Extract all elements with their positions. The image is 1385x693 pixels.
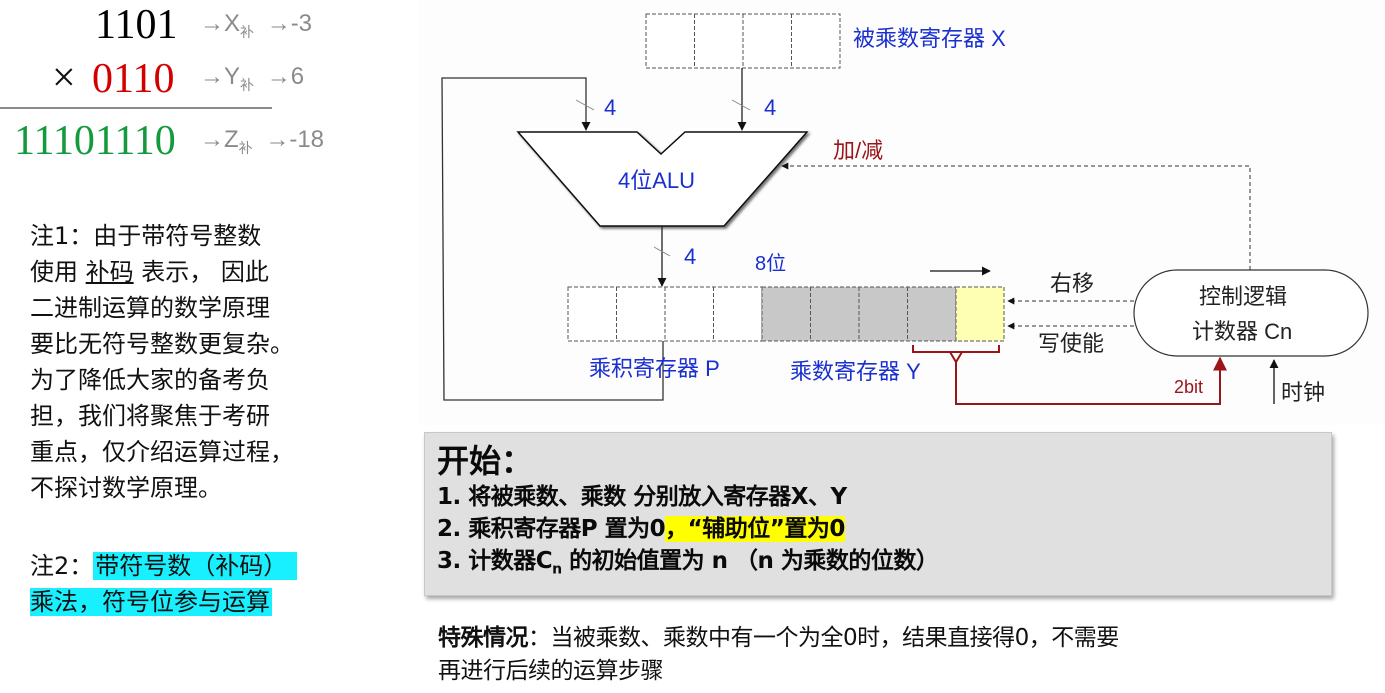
- note-1-line: 重点，仅介绍运算过程，: [30, 438, 294, 466]
- start-step-1: 1. 将被乘数、乘数 分别放入寄存器X、Y: [437, 484, 847, 510]
- multiplier-annotation: →Y补 →6: [200, 63, 305, 93]
- write-enable-label: 写使能: [1038, 331, 1105, 356]
- product-multiplier-register: [567, 286, 1005, 342]
- bits-label: 8位: [755, 253, 787, 275]
- complement-term: 补码: [85, 258, 134, 286]
- shift-right-label: 右移: [1050, 271, 1095, 296]
- multiplicand-register-label: 被乘数寄存器 X: [853, 26, 1006, 51]
- note-2-line: 注2：带符号数（补码）: [30, 548, 298, 584]
- var-y: Y: [224, 63, 241, 90]
- start-step-3-text: 3. 计数器C: [437, 548, 553, 574]
- note-2-line: 乘法，符号位参与运算: [30, 584, 297, 620]
- bus-width-left: 4: [604, 95, 617, 120]
- note-1-line: 担，我们将聚焦于考研: [30, 402, 270, 430]
- multiplicand-binary: 1101: [95, 2, 178, 48]
- two-bit-label: 2bit: [1174, 377, 1204, 397]
- note-1-line: 不探讨数学原理。: [30, 474, 222, 502]
- counter-subscript: n: [552, 561, 562, 578]
- special-case-note: 特殊情况：当被乘数、乘数中有一个为全0时，结果直接得0，不需要 再进行后续的运算…: [438, 622, 1119, 688]
- start-title: 开始：: [437, 442, 534, 480]
- var-y-sub: 补: [240, 77, 255, 93]
- product-annotation: →Z补 →-18: [200, 126, 325, 156]
- var-z-sub: 补: [238, 140, 253, 156]
- special-case-line: 特殊情况：当被乘数、乘数中有一个为全0时，结果直接得0，不需要: [438, 622, 1119, 655]
- note-2: 注2：带符号数（补码） 乘法，符号位参与运算: [30, 548, 298, 620]
- arrow-right-icon: →: [200, 10, 224, 37]
- start-step-3: 3. 计数器Cn 的初始值置为 n （n 为乘数的位数）: [437, 545, 1319, 586]
- add-sub-signal-label: 加/减: [833, 138, 884, 163]
- note-1: 注1：由于带符号整数 使用 补码 表示， 因此 二进制运算的数学原理 要比无符号…: [30, 218, 294, 506]
- bus-width-out: 4: [684, 244, 697, 269]
- note-1-line: 为了降低大家的备考负: [30, 366, 270, 394]
- control-logic-label: 控制逻辑: [1199, 284, 1288, 309]
- note-2-highlight: 带符号数（补码）: [93, 552, 298, 580]
- clock-label: 时钟: [1281, 380, 1326, 405]
- product-binary: 11101110: [14, 118, 176, 164]
- var-x: X: [224, 10, 241, 37]
- product-register-label: 乘积寄存器 P: [589, 356, 720, 381]
- special-case-text: 再进行后续的运算步骤: [438, 658, 663, 684]
- z-decimal-value: -18: [289, 126, 325, 153]
- var-z: Z: [224, 126, 239, 153]
- note-1-line: 使用 补码 表示， 因此: [30, 254, 294, 290]
- multiplier-binary: 0110: [92, 56, 175, 102]
- arrow-right-icon: →: [200, 63, 224, 90]
- counter-cn-label: 计数器 Cn: [1192, 319, 1293, 344]
- note-1-text: 表示， 因此: [133, 258, 269, 286]
- note-1-line: 注1：由于带符号整数: [30, 222, 262, 250]
- start-step-2-text: 2. 乘积寄存器P 置为0: [437, 516, 666, 542]
- note-1-line: 要比无符号整数更复杂。: [30, 330, 294, 358]
- arrow-right-icon: →: [266, 63, 291, 90]
- special-case-label: 特殊情况: [438, 625, 529, 651]
- note-1-line: 二进制运算的数学原理: [30, 294, 270, 322]
- y-decimal-value: 6: [290, 63, 305, 90]
- note-2-highlight: 乘法，符号位参与运算: [30, 588, 272, 616]
- note-1-text: 使用: [30, 258, 86, 286]
- arrow-right-icon: →: [266, 10, 291, 37]
- special-case-text: ：当被乘数、乘数中有一个为全0时，结果直接得0，不需要: [528, 625, 1119, 651]
- x-decimal-value: -3: [290, 10, 313, 37]
- multiplicand-annotation: →X补 →-3: [200, 10, 313, 40]
- control-logic-box: [1133, 269, 1369, 357]
- arrow-right-icon: →: [200, 126, 224, 153]
- multiplier-register-label: 乘数寄存器 Y: [790, 359, 921, 384]
- start-step-2-highlight: ，“辅助位”置为0: [665, 516, 845, 542]
- start-steps-box: 开始： 1. 将被乘数、乘数 分别放入寄存器X、Y 2. 乘积寄存器P 置为0，…: [424, 432, 1332, 596]
- multiplicand-register-x: [645, 13, 841, 69]
- note-2-prefix: 注2：: [30, 552, 94, 580]
- sum-divider: [0, 107, 272, 109]
- var-x-sub: 补: [240, 24, 255, 40]
- times-icon: ×: [52, 55, 76, 101]
- start-step-3-text: 的初始值置为 n （n 为乘数的位数）: [561, 548, 939, 574]
- start-step-2: 2. 乘积寄存器P 置为0，“辅助位”置为0: [437, 513, 1319, 545]
- bus-width-right: 4: [764, 95, 777, 120]
- alu-shape: [516, 131, 809, 227]
- arrow-right-icon: →: [265, 126, 290, 153]
- alu-label: 4位ALU: [618, 168, 696, 193]
